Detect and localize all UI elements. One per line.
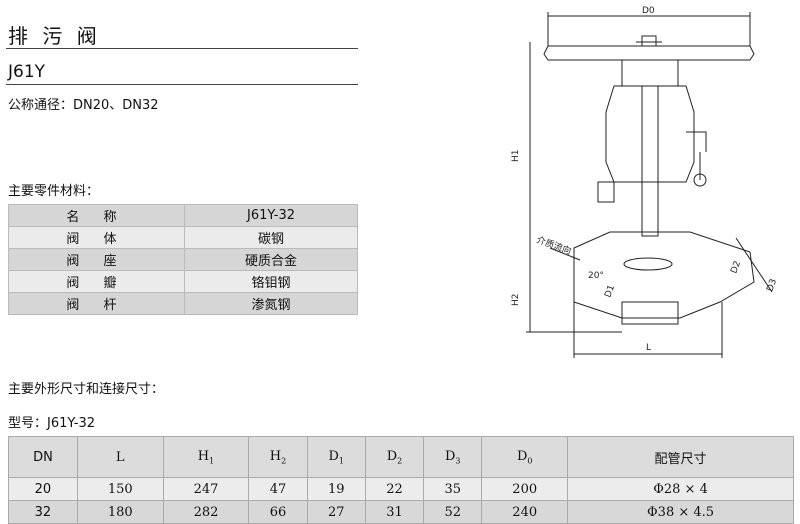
dims-cell: Φ28 × 4 bbox=[567, 477, 794, 501]
dims-header-label: D bbox=[444, 448, 456, 464]
dims-header-cell: H1 bbox=[162, 436, 250, 478]
seat bbox=[623, 257, 673, 271]
dims-cell: 247 bbox=[162, 477, 250, 501]
dims-header-label: D bbox=[328, 448, 339, 464]
dims-cell: 35 bbox=[423, 477, 483, 501]
parts-heading: 主要零件材料： bbox=[8, 184, 100, 199]
nominal-diameter: 公称通径：DN20、DN32 bbox=[8, 98, 159, 113]
part-name: 阀 瓣 bbox=[8, 270, 185, 293]
part-name: 名 称 bbox=[8, 204, 185, 227]
label-angle: 20° bbox=[588, 271, 604, 281]
dims-header-label: 配管尺寸 bbox=[654, 451, 707, 467]
dims-header-label: L bbox=[115, 449, 125, 465]
type-line: 型号：J61Y-32 bbox=[8, 416, 96, 431]
flow-leader bbox=[549, 247, 581, 261]
label-d0: D0 bbox=[642, 6, 655, 16]
dims-cell: Φ38 × 4.5 bbox=[567, 500, 794, 524]
label-l: L bbox=[646, 343, 651, 353]
dims-header-cell: D0 bbox=[481, 436, 569, 478]
dims-header-label: D bbox=[516, 448, 528, 464]
part-material: 铬钼钢 bbox=[184, 270, 358, 293]
yoke bbox=[605, 85, 695, 183]
part-name: 阀 座 bbox=[8, 248, 185, 271]
dims-cell: 240 bbox=[481, 500, 569, 524]
label-h1: H1 bbox=[511, 150, 521, 163]
yoke-top bbox=[621, 59, 679, 87]
label-d2: D2 bbox=[729, 260, 743, 275]
stem bbox=[641, 85, 659, 237]
dims-header-subscript: 1 bbox=[209, 456, 215, 466]
stem-nut bbox=[641, 35, 657, 47]
dims-cell: 66 bbox=[248, 500, 308, 524]
part-material: 碳钢 bbox=[184, 226, 358, 249]
dims-header-label: H bbox=[269, 448, 282, 464]
d3-dim-line bbox=[735, 237, 773, 293]
dims-cell: 150 bbox=[76, 477, 164, 501]
dims-header-cell: D3 bbox=[423, 436, 483, 478]
dims-header-cell: L bbox=[76, 436, 164, 478]
dims-header-cell: D2 bbox=[364, 436, 425, 478]
parts-row: 阀 瓣铬钼钢 bbox=[8, 270, 358, 293]
label-h2: H2 bbox=[511, 294, 521, 307]
valve-body bbox=[573, 231, 755, 319]
dims-cell: 19 bbox=[306, 477, 366, 501]
model-divider bbox=[6, 84, 358, 85]
title-divider bbox=[6, 48, 358, 49]
dims-cell: 282 bbox=[162, 500, 250, 524]
dims-cell: 32 bbox=[8, 500, 78, 524]
dims-cell: 180 bbox=[76, 500, 164, 524]
label-flow: 介质流向 bbox=[535, 234, 573, 258]
dims-header-label: H bbox=[197, 448, 210, 464]
dims-heading: 主要外形尺寸和连接尺寸： bbox=[8, 382, 165, 397]
dims-cell: 22 bbox=[364, 477, 425, 501]
label-d3: D3 bbox=[765, 278, 779, 293]
part-name: 阀 体 bbox=[8, 226, 185, 249]
dims-cell: 47 bbox=[248, 477, 308, 501]
page-title: 排 污 阀 bbox=[8, 24, 101, 48]
side-fitting bbox=[597, 181, 615, 203]
dims-cell: 200 bbox=[481, 477, 569, 501]
dims-header-subscript: 2 bbox=[397, 456, 403, 466]
dims-header-cell: DN bbox=[8, 436, 78, 478]
part-material: 渗氮钢 bbox=[184, 292, 358, 315]
dims-cell: 52 bbox=[423, 500, 483, 524]
part-material: 硬质合金 bbox=[184, 248, 358, 271]
handwheel bbox=[543, 45, 755, 61]
dims-cell: 31 bbox=[364, 500, 425, 524]
bottom-port bbox=[621, 301, 679, 325]
label-d1: D1 bbox=[603, 284, 617, 299]
dims-header-cell: D1 bbox=[306, 436, 366, 478]
valve-drawing: D0 H1 H2 D1 D2 D3 L 20° 介质流向 bbox=[511, 6, 779, 358]
gland-arm bbox=[686, 131, 707, 152]
parts-row: 阀 座硬质合金 bbox=[8, 248, 358, 271]
dims-cell: 20 bbox=[8, 477, 78, 501]
dims-header-subscript: 1 bbox=[338, 456, 344, 466]
dims-header-label: D bbox=[386, 448, 398, 464]
model-number: J61Y bbox=[8, 62, 46, 82]
dims-header-subscript: 2 bbox=[281, 456, 287, 466]
dims-cell: 27 bbox=[306, 500, 366, 524]
dims-header-label: DN bbox=[33, 449, 53, 465]
dims-header-subscript: 0 bbox=[527, 456, 533, 466]
part-material: J61Y-32 bbox=[184, 204, 358, 227]
dims-header-subscript: 3 bbox=[455, 456, 461, 466]
parts-row: 阀 体碳钢 bbox=[8, 226, 358, 249]
dims-header-cell: 配管尺寸 bbox=[567, 436, 794, 478]
dims-header-cell: H2 bbox=[248, 436, 308, 478]
parts-row: 阀 杆渗氮钢 bbox=[8, 292, 358, 315]
part-name: 阀 杆 bbox=[8, 292, 185, 315]
